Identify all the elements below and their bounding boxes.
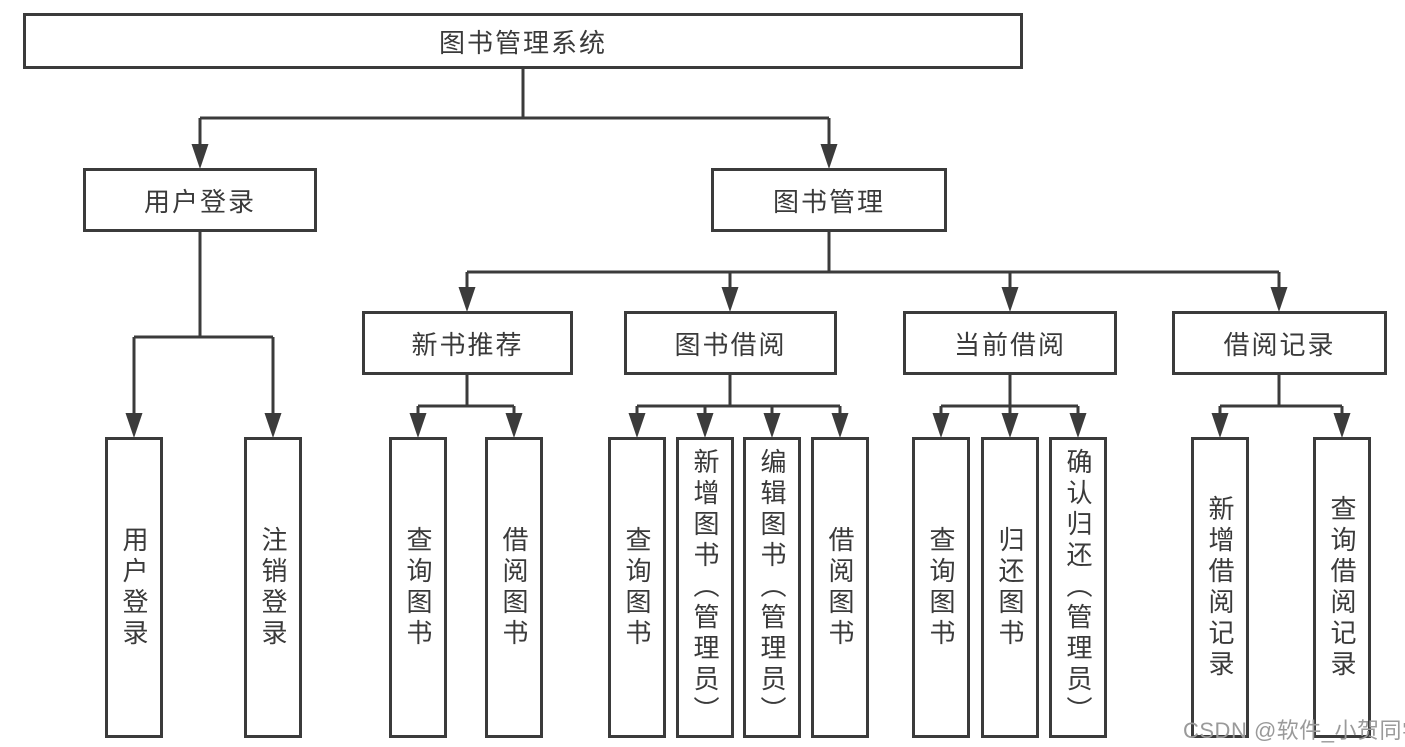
leaf-borrowing-borrow-books: 借阅图书 [811, 437, 869, 738]
arrowhead [1001, 413, 1019, 438]
arrowhead [831, 413, 849, 438]
leaf-label: 借阅图书 [499, 525, 529, 650]
arrowhead [820, 144, 838, 169]
tree-edges [132, 69, 1344, 415]
node-label: 用户登录 [143, 186, 256, 217]
arrowhead [932, 413, 950, 438]
node-label: 当前借阅 [953, 329, 1066, 360]
leaf-records-add-record: 新增借阅记录 [1191, 437, 1249, 738]
arrowhead [628, 413, 646, 438]
leaf-label: 新增图书（管理员） [690, 448, 720, 727]
arrowhead [763, 413, 781, 438]
leaf-label: 归还图书 [995, 525, 1025, 650]
leaf-label: 注销登录 [258, 525, 288, 650]
node-borrowing-records: 借阅记录 [1172, 311, 1387, 375]
arrowhead [191, 144, 209, 169]
leaf-borrowing-add-books-admin: 新增图书（管理员） [676, 437, 734, 738]
node-label: 新书推荐 [411, 329, 524, 360]
leaf-recommend-borrow-books: 借阅图书 [485, 437, 543, 738]
edge-user-login-children [132, 232, 275, 415]
arrowhead [264, 413, 282, 438]
leaf-label: 新增借阅记录 [1205, 494, 1235, 681]
edge-root-to-level1 [198, 69, 831, 146]
node-label: 图书借阅 [674, 329, 787, 360]
arrowhead [125, 413, 143, 438]
leaf-label: 查询借阅记录 [1327, 494, 1357, 681]
edge-records-children [1218, 375, 1344, 415]
arrowhead [1069, 413, 1087, 438]
csdn-watermark: CSDN @软件_小贺同学 [1183, 718, 1405, 743]
arrowhead [458, 287, 476, 312]
leaf-label: 用户登录 [119, 525, 149, 650]
leaf-current-return-books: 归还图书 [981, 437, 1039, 738]
arrowhead [1333, 413, 1351, 438]
arrowheads [125, 144, 1351, 438]
leaf-recommend-search-books: 查询图书 [389, 437, 447, 738]
arrowhead [505, 413, 523, 438]
arrowhead [409, 413, 427, 438]
leaf-records-search-record: 查询借阅记录 [1313, 437, 1371, 738]
node-current-borrowing: 当前借阅 [903, 311, 1117, 375]
leaf-label: 编辑图书（管理员） [757, 448, 787, 727]
edge-current-children [939, 375, 1080, 415]
arrowhead [1270, 287, 1288, 312]
node-book-management-system: 图书管理系统 [23, 13, 1023, 69]
leaf-logout: 注销登录 [244, 437, 302, 738]
leaf-label: 查询图书 [403, 525, 433, 650]
edge-book-management-children [465, 232, 1281, 289]
leaf-label: 确认归还（管理员） [1063, 448, 1093, 727]
node-new-book-recommendation: 新书推荐 [362, 311, 573, 375]
node-label: 借阅记录 [1223, 329, 1336, 360]
arrowhead [1211, 413, 1229, 438]
node-label: 图书管理 [772, 186, 885, 217]
node-user-login: 用户登录 [83, 168, 317, 232]
node-label: 图书管理系统 [438, 27, 607, 58]
leaf-label: 借阅图书 [825, 525, 855, 650]
leaf-label: 查询图书 [622, 525, 652, 650]
leaf-user-login: 用户登录 [105, 437, 163, 738]
edge-recommend-children [416, 375, 516, 415]
arrowhead [1001, 287, 1019, 312]
arrowhead [696, 413, 714, 438]
leaf-borrowing-search-books: 查询图书 [608, 437, 666, 738]
arrowhead [721, 287, 739, 312]
leaf-current-confirm-return-admin: 确认归还（管理员） [1049, 437, 1107, 738]
leaf-current-search-books: 查询图书 [912, 437, 970, 738]
leaf-borrowing-edit-books-admin: 编辑图书（管理员） [743, 437, 801, 738]
leaf-label: 查询图书 [926, 525, 956, 650]
node-book-borrowing: 图书借阅 [624, 311, 837, 375]
node-book-management: 图书管理 [711, 168, 947, 232]
edge-borrowing-children [635, 375, 842, 415]
